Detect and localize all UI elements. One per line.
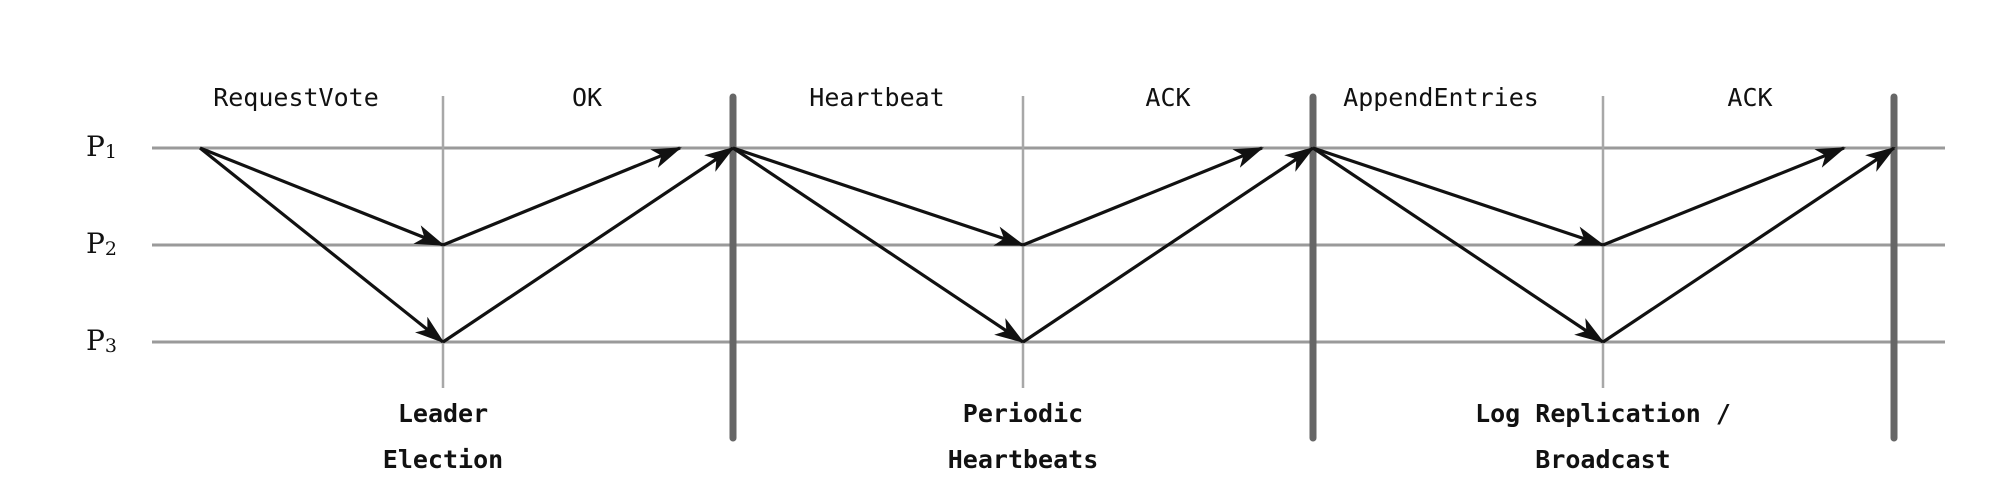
message-labels: RequestVote OK Heartbeat ACK AppendEntri… [213, 83, 1772, 112]
caption-heartbeats-line2: Heartbeats [948, 445, 1099, 474]
label-request-vote: RequestVote [213, 83, 379, 112]
ack-from-p2-replication-arrow [1602, 146, 1846, 247]
label-ack-heartbeat: ACK [1145, 83, 1190, 112]
phase-captions: Leader Election Periodic Heartbeats Log … [383, 399, 1731, 474]
label-append-entries: AppendEntries [1343, 83, 1539, 112]
append-entries-to-p2-arrow [1312, 146, 1605, 247]
process-labels: P1 P2 P3 [86, 130, 117, 357]
mid-phase-dividers [441, 96, 1605, 388]
heartbeat-to-p2-arrow [732, 146, 1025, 247]
messages-replication [1312, 146, 1896, 344]
process-label-p3: P3 [86, 324, 117, 357]
caption-replication-line2: Broadcast [1535, 445, 1670, 474]
request-vote-to-p2-arrow [199, 146, 445, 247]
ok-from-p2-arrow [442, 146, 682, 247]
label-heartbeat: Heartbeat [809, 83, 944, 112]
caption-election-line2: Election [383, 445, 503, 474]
append-entries-to-p3-arrow [1312, 146, 1605, 344]
process-label-p2: P2 [86, 227, 117, 260]
timelines [152, 146, 1945, 344]
messages-election [199, 146, 735, 344]
request-vote-to-p3-arrow [199, 146, 445, 344]
caption-heartbeats-line1: Periodic [963, 399, 1083, 428]
ack-from-p3-replication-arrow [1602, 146, 1896, 344]
ack-from-p3-heartbeat-arrow [1022, 146, 1315, 344]
process-label-p1: P1 [86, 130, 117, 163]
caption-replication-line1: Log Replication / [1475, 399, 1731, 428]
label-ack-replication: ACK [1727, 83, 1772, 112]
ack-from-p2-heartbeat-arrow [1022, 146, 1264, 247]
messages-heartbeats [732, 146, 1315, 344]
caption-election-line1: Leader [398, 399, 488, 428]
ok-from-p3-arrow [442, 146, 735, 344]
label-ok: OK [572, 83, 602, 112]
heartbeat-to-p3-arrow [732, 146, 1025, 344]
